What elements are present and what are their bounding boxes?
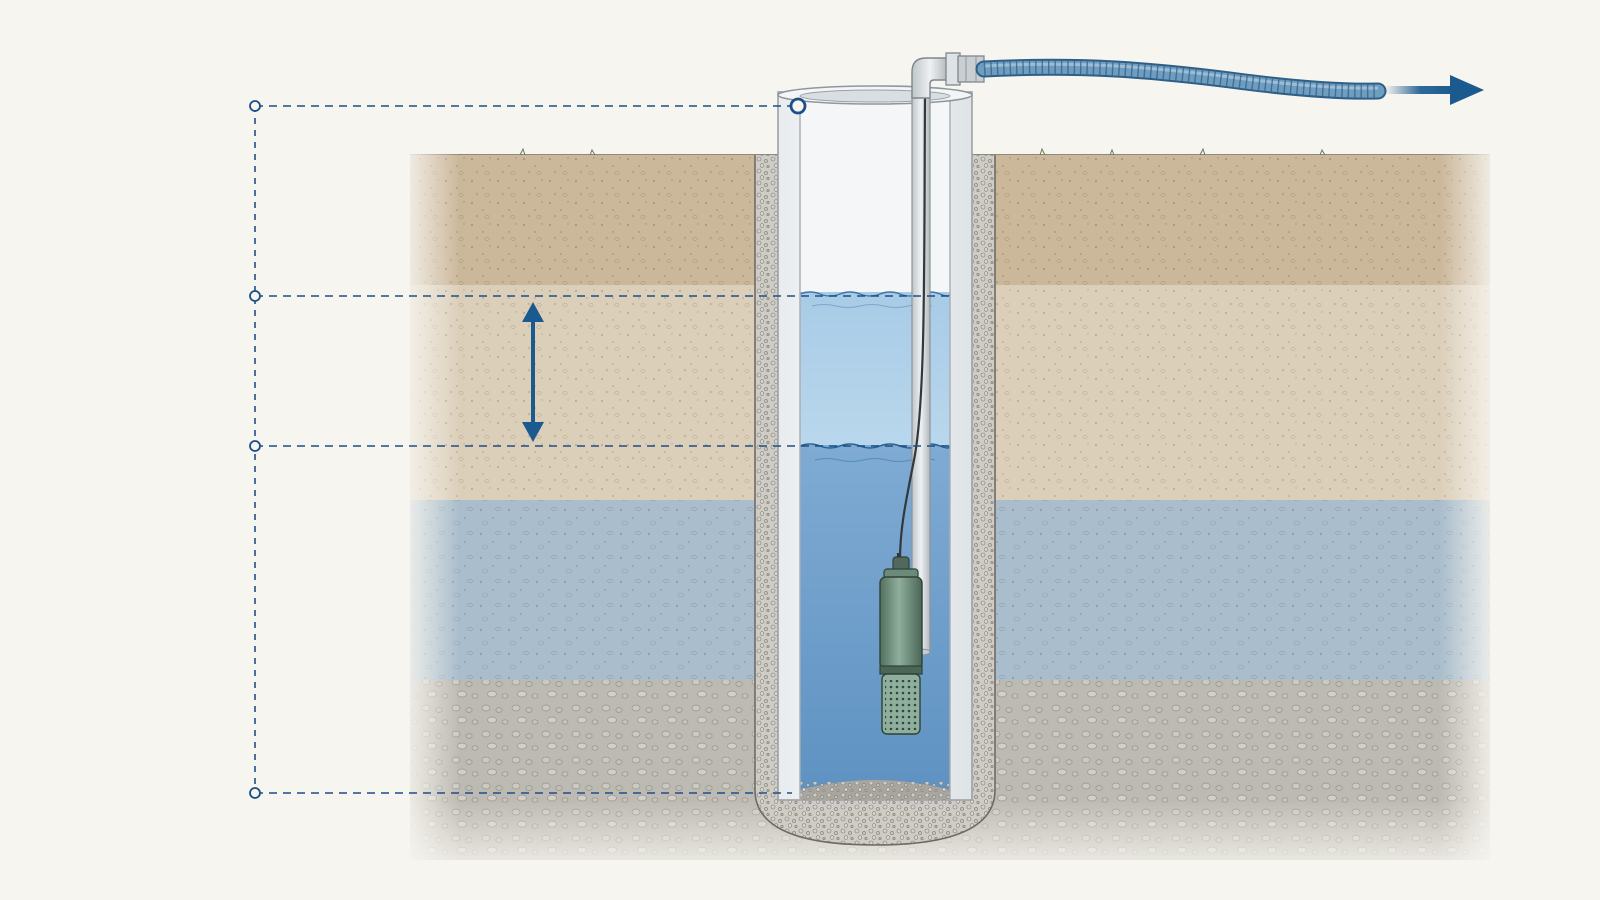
elbow-fitting [911,52,985,99]
submersible-pump [879,553,923,735]
casing-top-reference-point [789,97,807,115]
measurement-markers [249,97,807,799]
power-cable [898,95,927,561]
discharge-arrow [1385,75,1484,105]
well-casing [777,85,973,801]
static-water-level-marker [249,290,261,302]
double-arrow-vertical-icon [522,302,544,442]
well-bottom-marker [249,787,261,799]
discharge-hose [975,58,1387,100]
arrow-right-icon [1450,75,1484,105]
measurement-guides [254,105,952,794]
casing-top-marker [249,100,261,112]
pumping-water-level-marker [249,440,261,452]
